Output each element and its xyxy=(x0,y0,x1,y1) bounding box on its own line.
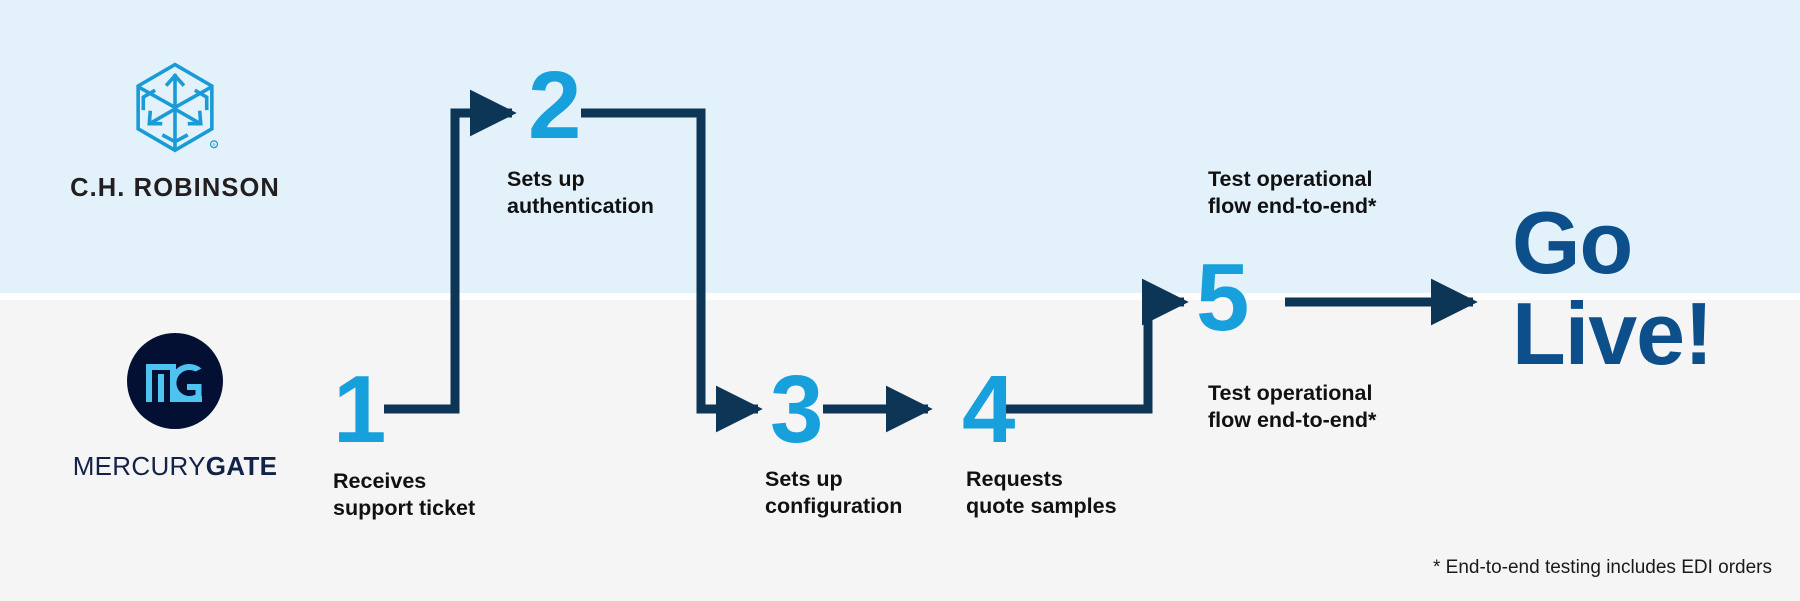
band-mercurygate xyxy=(0,300,1800,601)
go-live-text: Go Live! xyxy=(1512,193,1713,383)
mercurygate-wordmark: MERCURYGATE xyxy=(60,451,290,482)
mercurygate-circle xyxy=(127,333,223,429)
step-label-5-bottom: Test operational flow end-to-end* xyxy=(1208,381,1377,432)
chrobinson-wordmark: C.H. ROBINSON xyxy=(70,174,280,202)
step-label-4: Requests quote samples xyxy=(966,467,1117,518)
mercurygate-wordmark-light: MERCURY xyxy=(72,451,206,481)
svg-text:R: R xyxy=(212,143,215,148)
step-number-3: 3 xyxy=(770,356,823,463)
mercurygate-logo: MERCURYGATE xyxy=(60,333,290,482)
hexagon-cube-arrows-icon: R xyxy=(136,62,218,153)
footnote: * End-to-end testing includes EDI orders xyxy=(1432,557,1772,578)
step-number-5: 5 xyxy=(1196,244,1249,351)
step-number-1: 1 xyxy=(333,356,386,463)
step-label-5-top: Test operational flow end-to-end* xyxy=(1208,167,1377,218)
step-label-1: Receives support ticket xyxy=(333,469,476,520)
mg-monogram-icon xyxy=(146,364,202,402)
mercurygate-wordmark-bold: GATE xyxy=(205,451,278,481)
step-label-3: Sets up configuration xyxy=(765,467,903,518)
chrobinson-logo: R C.H. ROBINSON xyxy=(60,62,290,203)
step-label-2: Sets up authentication xyxy=(507,167,654,218)
band-chrobinson xyxy=(0,0,1800,293)
registered-trademark-icon xyxy=(209,140,218,149)
step-number-4: 4 xyxy=(962,356,1015,463)
step-number-2: 2 xyxy=(528,52,581,159)
